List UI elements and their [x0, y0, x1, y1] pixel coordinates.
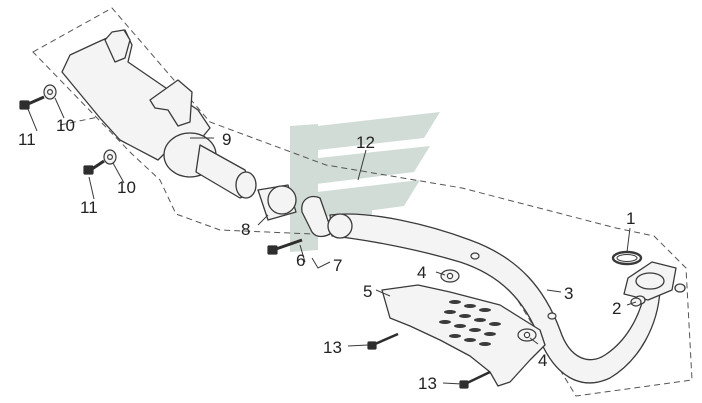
muffler-bracket [149, 79, 193, 127]
heat-shield-nut-lower [547, 312, 557, 320]
heat-shield-screw-lower-head [459, 380, 469, 389]
gasket-ring-inner [616, 254, 638, 262]
clamp-bolt-head [267, 245, 278, 255]
washer-upper-hole [46, 88, 53, 95]
muffler-body [61, 29, 211, 161]
callout-10-upper: 10 [56, 116, 75, 135]
callout-7: 7 [333, 256, 343, 275]
callout-4-upper: 4 [417, 263, 427, 282]
outlet-pipe-mouth [235, 171, 257, 199]
callout-3: 3 [564, 284, 574, 303]
header-pipe-inlet [327, 213, 353, 239]
callout-9: 9 [222, 130, 232, 149]
washer-lower-hole [106, 154, 113, 161]
heat-shield-screw-lower-shank [466, 370, 491, 385]
bolt-lower-shank [91, 159, 105, 171]
callout-1: 1 [626, 209, 636, 228]
bolt-upper-shank [27, 95, 45, 106]
callout-13-upper: 13 [323, 338, 342, 357]
callout-10-lower: 10 [117, 178, 136, 197]
washer-heat-shield-right-hole [523, 331, 531, 339]
clamp-bolt-shank [275, 238, 303, 251]
heat-shield-screw-upper-shank [374, 332, 399, 346]
muffler-assembly-outline [32, 7, 693, 397]
flange-opening [635, 272, 665, 290]
flange-stud-right [674, 283, 686, 293]
leader-lines [27, 97, 637, 385]
callout-6: 6 [296, 251, 306, 270]
callout-5: 5 [363, 282, 373, 301]
bolt-upper-head [19, 100, 30, 110]
callout-8: 8 [241, 220, 251, 239]
muffler-mount-tab [104, 29, 131, 63]
callout-13-lower: 13 [418, 374, 437, 393]
callout-4-lower: 4 [538, 351, 548, 370]
washer-heat-shield-left-hole [446, 272, 454, 280]
heat-shield-vent-slots [439, 300, 501, 346]
callout-12: 12 [356, 133, 375, 152]
bolt-lower-head [83, 165, 94, 175]
callout-11-upper: 11 [18, 130, 36, 149]
callout-2: 2 [612, 299, 622, 318]
callout-11-lower: 11 [80, 198, 98, 217]
heat-shield [381, 284, 546, 387]
gasket-sleeve-end [267, 185, 297, 215]
heat-shield-nut-upper [470, 252, 480, 260]
